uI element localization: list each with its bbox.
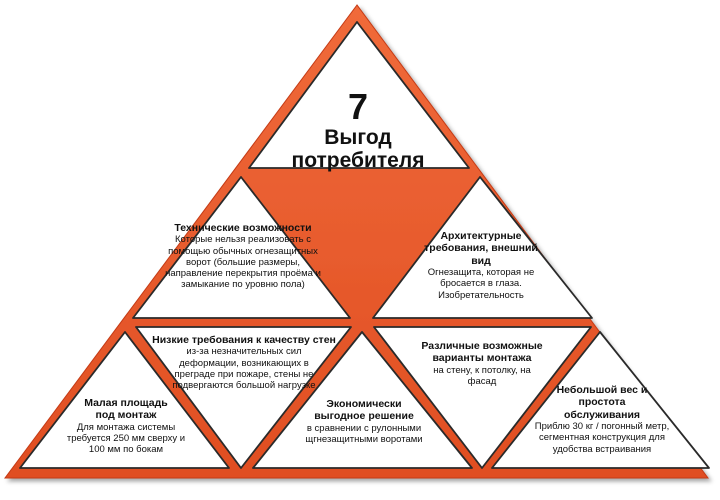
panel-small-area: [19, 331, 230, 469]
benefit-mounting-options-heading: Различные возможные варианты монтажа: [421, 340, 543, 365]
benefit-economical-heading: Экономически выгодное решение: [314, 398, 414, 423]
benefit-light-weight-heading: Небольшой вес и простота обслуживания: [556, 384, 648, 421]
benefit-mounting-options: Различные возможные варианты монтажа на …: [407, 340, 557, 387]
benefit-small-area: Малая площадь под монтаж Для монтажа сис…: [58, 397, 194, 455]
benefit-architectural-text: Огнезащита, которая не бросается в глаза…: [427, 267, 535, 301]
benefit-mounting-options-text: на стену, к потолку, на фасад: [433, 364, 531, 387]
benefit-light-weight: Небольшой вес и простота обслуживания Пр…: [532, 384, 672, 455]
benefit-wall-quality: Низкие требования к качеству стен из-за …: [150, 334, 338, 391]
panel-architectural: [372, 176, 593, 319]
benefit-small-area-text: Для монтажа системы требуется 250 мм све…: [66, 421, 186, 456]
benefit-economical: Экономически выгодное решение в сравнени…: [290, 398, 438, 445]
benefit-technical: Технические возможности Которые нельзя р…: [163, 222, 323, 290]
benefit-architectural-heading: Архитектурные требования, внешний вид: [424, 230, 538, 267]
benefit-economical-text: в сравнении с рулонными щгнезащитными во…: [305, 422, 423, 445]
panel-technical: [132, 176, 351, 319]
benefit-technical-text: Которые нельзя реализовать с помощью обы…: [165, 234, 321, 291]
benefit-light-weight-text: Приблю 30 кг / погонный метр, сегментная…: [534, 421, 670, 455]
benefit-wall-quality-heading: Низкие требования к качеству стен: [152, 334, 336, 346]
panel-light-weight: [491, 331, 710, 469]
center-panel: [248, 21, 470, 169]
panel-wall-quality: [135, 326, 352, 469]
center-title-line2: потребителя: [291, 149, 425, 173]
center-number: 7: [347, 86, 369, 127]
panel-economical: [252, 331, 473, 469]
benefit-technical-heading: Технические возможности: [174, 222, 312, 234]
panel-mounting-options: [373, 326, 592, 469]
benefit-small-area-heading: Малая площадь под монтаж: [84, 397, 168, 422]
benefit-wall-quality-text: из-за незначительных сил деформации, воз…: [172, 346, 316, 391]
center-title-line1: Выгод: [324, 125, 392, 149]
center-title: 7 Выгод потребителя: [278, 88, 438, 173]
benefit-architectural: Архитектурные требования, внешний вид Ог…: [421, 230, 541, 301]
